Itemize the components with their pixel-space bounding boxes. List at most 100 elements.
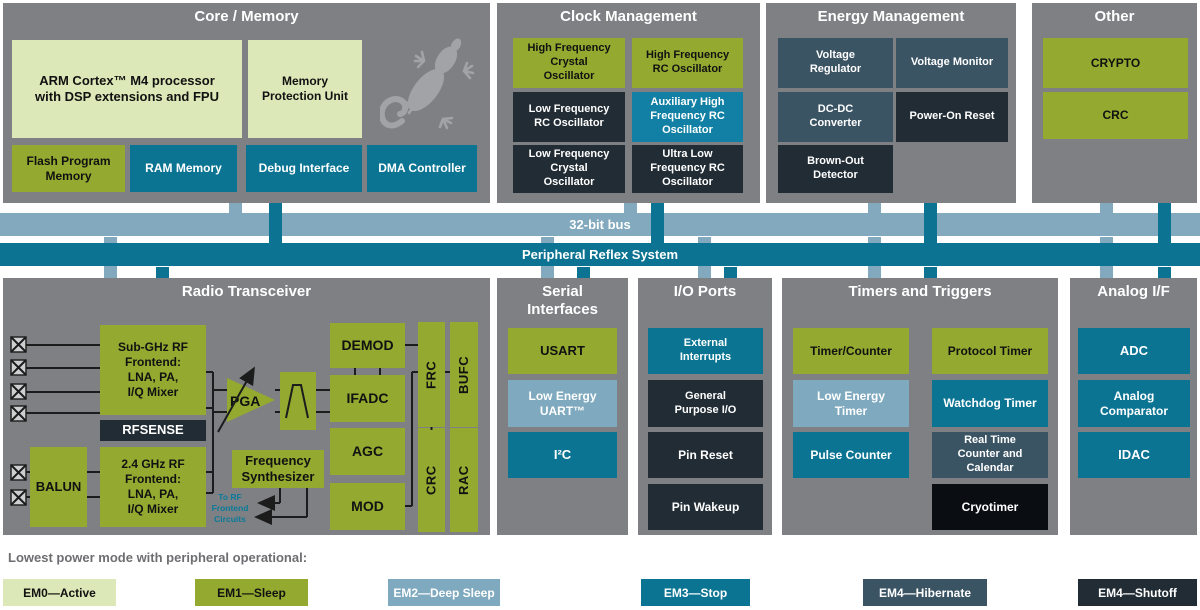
legend-em4-shutoff: EM4—Shutoff [1078,579,1197,606]
block-pin-reset: Pin Reset [648,432,763,478]
legend-em1-sleep: EM1—Sleep [195,579,308,606]
bus-connector [924,203,937,243]
block-protocol-timer: Protocol Timer [932,328,1048,374]
block-i2c: I²C [508,432,617,478]
legend-em4-hibernate: EM4—Hibernate [863,579,987,606]
antenna-icon [10,336,27,353]
block-rfsense: RFSENSE [100,420,206,441]
block-balun: BALUN [30,447,87,527]
bus-connector [156,267,169,278]
block-hf-crystal-oscillator: High Frequency Crystal Oscillator [513,38,625,88]
section-title-timers-triggers: Timers and Triggers [848,283,992,300]
section-serial-interfaces: Serial Interfaces USART Low Energy UART™… [497,278,628,535]
antenna-icon [10,464,27,481]
block-lf-crystal-oscillator: Low Frequency Crystal Oscillator [513,145,625,193]
block-flash-program-memory: Flash Program Memory [12,145,125,192]
block-watchdog-timer: Watchdog Timer [932,380,1048,427]
antenna-icon [10,359,27,376]
bus-connector [924,267,937,278]
antenna-icon [10,405,27,422]
block-external-interrupts: External Interrupts [648,328,763,374]
block-lf-rc-oscillator: Low Frequency RC Oscillator [513,92,625,142]
block-low-energy-timer: Low Energy Timer [793,380,909,427]
block-agc: AGC [330,428,405,475]
block-voltage-regulator: Voltage Regulator [778,38,893,88]
section-title-energy-management: Energy Management [817,8,965,25]
block-timer-counter: Timer/Counter [793,328,909,374]
bandpass-filter-icon [280,372,316,430]
block-bufc: BUFC [450,322,478,427]
block-debug-interface: Debug Interface [246,145,362,192]
legend-em3-stop: EM3—Stop [641,579,750,606]
block-memory-protection-unit: Memory Protection Unit [248,40,362,138]
bus-prs-label: Peripheral Reflex System [521,247,679,262]
block-rac: RAC [450,428,478,532]
gecko-logo-icon [380,38,475,130]
block-ram-memory: RAM Memory [130,145,237,192]
block-voltage-monitor: Voltage Monitor [896,38,1008,88]
block-frequency-synthesizer: Frequency Synthesizer [232,450,324,488]
bus-connector [1100,203,1113,213]
section-title-radio-transceiver: Radio Transceiver [181,283,312,300]
block-rtc-calendar: Real Time Counter and Calendar [932,432,1048,478]
wire [206,371,227,494]
block-cryotimer: Cryotimer [932,484,1048,530]
block-usart: USART [508,328,617,374]
antenna-icon [10,383,27,400]
block-adc: ADC [1078,328,1190,374]
section-title-serial-interfaces: Serial Interfaces [527,283,598,318]
section-title-core-memory: Core / Memory [194,8,299,25]
pga-label: PGA [230,393,260,409]
bus-connector [868,203,881,213]
section-title-clock-management: Clock Management [560,8,697,25]
block-radio-crc: CRC [418,428,445,532]
section-timers-triggers: Timers and Triggers Timer/Counter Protoc… [782,278,1058,535]
pga-amplifier-icon [227,378,275,422]
section-clock-management: Clock Management High Frequency Crystal … [497,3,760,203]
bus-connector [229,203,242,213]
block-crc: CRC [1043,92,1188,139]
legend-heading: Lowest power mode with peripheral operat… [8,550,308,565]
block-pin-wakeup: Pin Wakeup [648,484,763,530]
bus-connector [1158,267,1171,278]
section-title-other: Other [1094,8,1135,25]
bus-32bit-label: 32-bit bus [569,217,631,232]
to-rf-frontend-label: To RF Frontend Circuits [211,492,249,525]
bus-connector [724,267,737,278]
gain-arrow-icon [217,366,255,433]
block-arm-cortex-m4: ARM Cortex™ M4 processor with DSP extens… [12,40,242,138]
block-power-on-reset: Power-On Reset [896,92,1008,142]
block-brown-out-detector: Brown-Out Detector [778,145,893,193]
block-mod: MOD [330,483,405,530]
section-title-io-ports: I/O Ports [673,283,737,300]
section-io-ports: I/O Ports External Interrupts General Pu… [638,278,772,535]
section-title-analog-if: Analog I/F [1097,283,1170,300]
wire [316,389,330,413]
block-ifadc: IFADC [330,375,405,422]
block-24ghz-rf-frontend: 2.4 GHz RF Frontend: LNA, PA, I/Q Mixer [100,447,206,527]
bus-connector [269,203,282,243]
block-dma-controller: DMA Controller [367,145,477,192]
bus-connector [1158,203,1171,243]
block-low-energy-uart: Low Energy UART™ [508,380,617,427]
bus-peripheral-reflex-system: Peripheral Reflex System [0,243,1200,266]
bus-connector [624,203,637,213]
block-crypto: CRYPTO [1043,38,1188,88]
section-energy-management: Energy Management Voltage Regulator Volt… [766,3,1016,203]
block-subghz-rf-frontend: Sub-GHz RF Frontend: LNA, PA, I/Q Mixer [100,325,206,415]
block-aux-hf-rc-oscillator: Auxiliary High Frequency RC Oscillator [632,92,743,142]
legend-em2-deep-sleep: EM2—Deep Sleep [388,579,500,606]
antenna-icon [10,489,27,506]
block-frc: FRC [418,322,445,427]
block-ulf-rc-oscillator: Ultra Low Frequency RC Oscillator [632,145,743,193]
section-other: Other CRYPTO CRC [1032,3,1197,203]
block-general-purpose-io: General Purpose I/O [648,380,763,427]
block-dcdc-converter: DC-DC Converter [778,92,893,142]
block-pulse-counter: Pulse Counter [793,432,909,478]
block-idac: IDAC [1078,432,1190,478]
bus-32bit: 32-bit bus [0,213,1200,236]
bus-connector [651,203,664,243]
section-analog-if: Analog I/F ADC Analog Comparator IDAC [1070,278,1197,535]
block-analog-comparator: Analog Comparator [1078,380,1190,427]
